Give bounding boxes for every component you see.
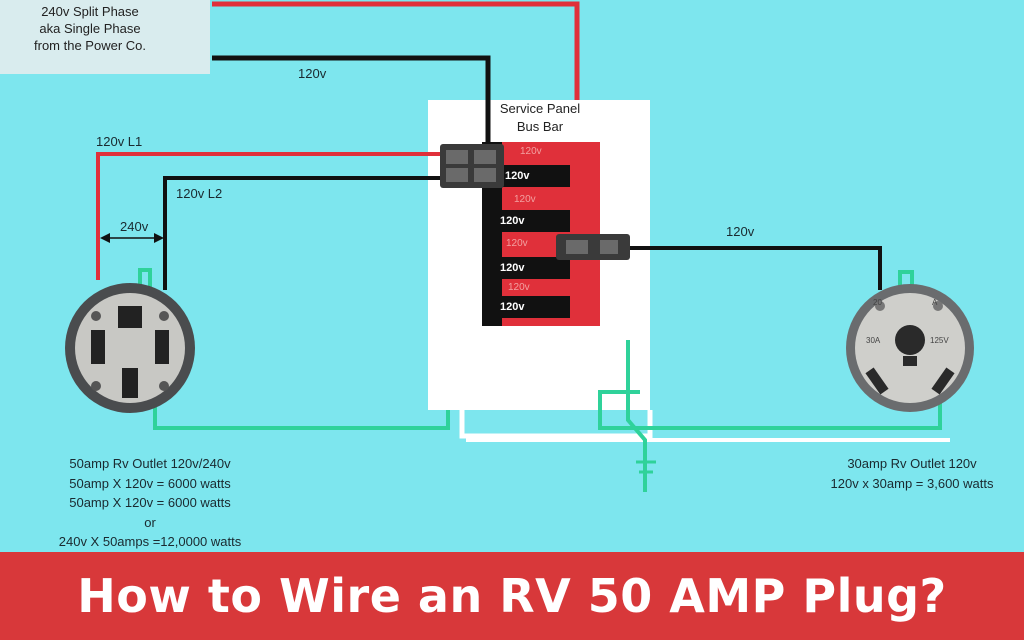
single-breaker-terminal <box>600 240 618 254</box>
outlet-50amp-description: 50amp Rv Outlet 120v/240v 50amp X 120v =… <box>20 454 280 552</box>
l2-label: 120v L2 <box>176 186 223 201</box>
span-240-arrow-right <box>154 233 164 243</box>
bus-label-faint-3: 120v <box>506 238 528 249</box>
supply-hot-wire <box>212 1 580 100</box>
outlet-50amp-desc-line2: 50amp X 120v = 6000 watts <box>69 475 231 491</box>
outlet-50amp-x-slot <box>91 330 105 364</box>
outlet-50amp-screw-1 <box>91 311 101 321</box>
bus-finger-3 <box>496 257 570 279</box>
outlet-50amp-neutral-slot <box>122 368 138 398</box>
outlet-50amp-screw-4 <box>159 381 169 391</box>
outlet-50amp <box>65 283 195 413</box>
bus-label-2: 120v <box>500 215 525 227</box>
power-company-label: 240v Split Phase aka Single Phase from t… <box>0 4 180 55</box>
breaker-toggle-3 <box>446 168 468 182</box>
span-240-arrow-left <box>100 233 110 243</box>
outlet-50amp-screw-2 <box>159 311 169 321</box>
panel-title-line2: Bus Bar <box>516 118 564 134</box>
outlet-50amp-desc-line3: 50amp X 120v = 6000 watts <box>69 495 231 510</box>
panel-ground-lead <box>459 410 653 439</box>
outlet-50amp-desc-line1: 50amp Rv Outlet 120v/240v <box>69 456 231 471</box>
outlet-30amp-right-slot <box>931 367 955 395</box>
outlet-50amp-desc-line5: 240v X 50amps =12,0000 watts <box>58 534 242 549</box>
bus-label-faint-4: 120v <box>508 282 530 293</box>
panel-title-line1: Service Panel <box>499 101 581 116</box>
title-banner: How to Wire an RV 50 AMP Plug? <box>0 552 1024 640</box>
outlet-30amp-ground-pin <box>903 356 917 366</box>
bus-label-4: 120v <box>500 301 525 313</box>
outlet-50amp-y-slot <box>155 330 169 364</box>
outlet-30amp-left-slot <box>865 367 889 395</box>
power-label-line2: aka Single Phase <box>39 20 141 36</box>
outlet-30amp-face-text-1: 20 <box>873 298 882 307</box>
earth-ground-rod <box>626 340 647 492</box>
outlet-30amp-description: 30amp Rv Outlet 120v 120v x 30amp = 3,60… <box>800 454 1024 493</box>
outlet-50amp-screw-3 <box>91 381 101 391</box>
outlet-30amp-center-hole <box>895 325 925 355</box>
bus-label-faint-1: 120v <box>520 146 542 157</box>
outlet-50amp-ground-slot <box>118 306 142 328</box>
outlet-30amp-screw-1 <box>875 301 885 311</box>
breaker-toggle-1 <box>446 150 468 164</box>
banner-title: How to Wire an RV 50 AMP Plug? <box>77 569 947 623</box>
ground-30amp-hook <box>898 270 914 290</box>
to-30amp-label: 120v <box>726 224 755 239</box>
bus-finger-4 <box>496 296 570 318</box>
outlet-30amp-desc-line1: 30amp Rv Outlet 120v <box>847 456 977 471</box>
bus-label-3: 120v <box>500 262 525 274</box>
supply-neutral-wire <box>212 55 491 150</box>
single-breaker-toggle <box>566 240 588 254</box>
l1-label: 120v L1 <box>96 134 143 149</box>
outlet-30amp-face-text-4: 125V <box>930 336 949 345</box>
bus-label-1: 120v <box>505 170 530 182</box>
bus-label-faint-2: 120v <box>514 194 536 205</box>
ground-wire-50amp <box>153 400 450 430</box>
span-240-label: 240v <box>120 219 149 234</box>
power-label-line1: 240v Split Phase <box>41 4 139 19</box>
breaker-toggle-4 <box>474 168 496 182</box>
outlet-50amp-face <box>75 293 185 403</box>
power-label-line3: from the Power Co. <box>34 37 146 53</box>
power-company-box: 240v Split Phase aka Single Phase from t… <box>0 0 210 74</box>
outlet-30amp <box>846 284 974 412</box>
ground-50amp-hook <box>138 268 152 290</box>
ground-wire-30amp <box>598 390 942 430</box>
l2-hot-wire <box>163 176 440 290</box>
bus-finger-1 <box>496 165 570 187</box>
service-panel-title: Service Panel Bus Bar <box>460 100 620 135</box>
outlet-30amp-face-text-2: A <box>932 298 938 307</box>
breaker-toggle-2 <box>474 150 496 164</box>
outlet-30amp-screw-2 <box>933 301 943 311</box>
outlet-30amp-face-text-3: 30A <box>866 336 881 345</box>
outlet-50amp-desc-line4: or <box>144 514 156 530</box>
l1-hot-wire <box>96 152 440 280</box>
bus-finger-2 <box>496 210 570 232</box>
neutral-top-label: 120v <box>298 66 327 81</box>
to-30amp-wire <box>628 246 882 290</box>
outlet-30amp-desc-line2: 120v x 30amp = 3,600 watts <box>830 475 994 491</box>
